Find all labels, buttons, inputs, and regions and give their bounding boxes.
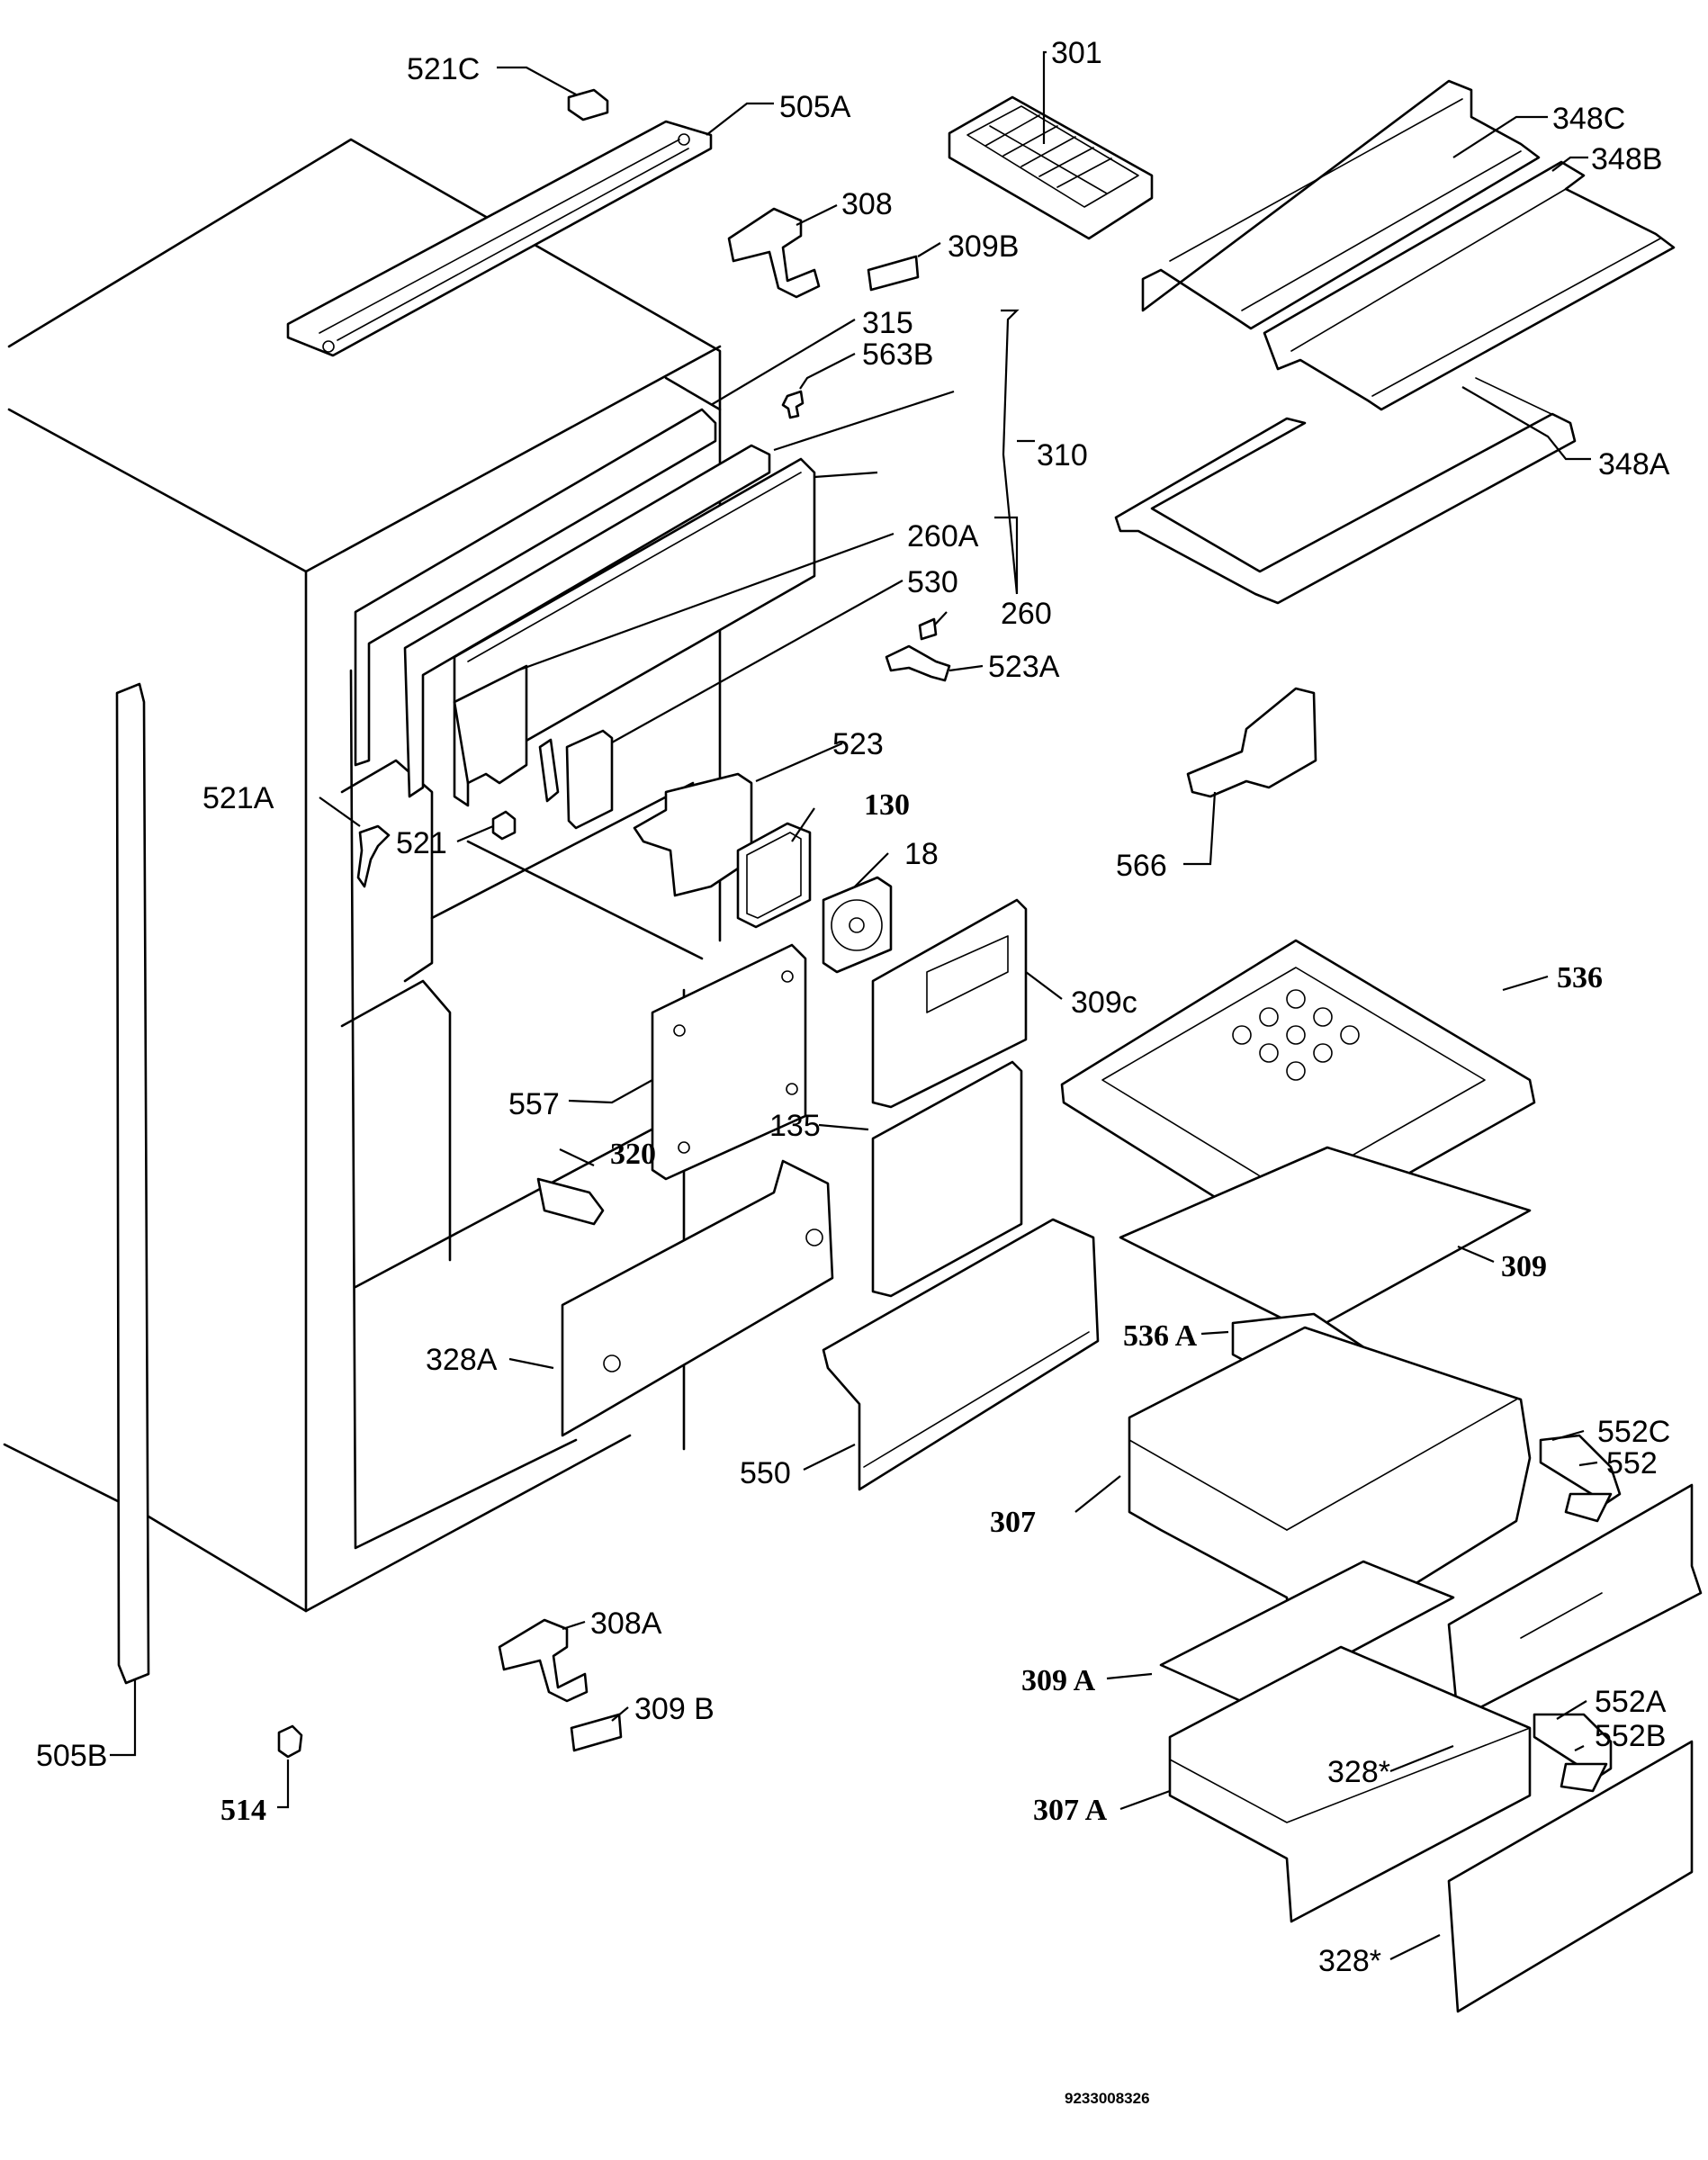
runner-part-552 [1539,1434,1622,1523]
glass-shelf-part-348c [1141,79,1541,330]
glass-part-309 [1119,1146,1532,1334]
drawer-part-307a [1168,1645,1532,1923]
screw-part-563b [781,390,805,419]
fan-part-18 [822,876,893,974]
label-328a: 328A [426,1343,498,1377]
label-part-309b-top [867,255,920,292]
label-505a: 505A [779,90,851,124]
cap-part-521c [567,88,609,122]
label-552c: 552C [1597,1415,1670,1449]
label-307: 307 [990,1506,1036,1539]
filter-part-130 [736,822,812,929]
label-521c: 521C [407,52,480,86]
label-552a: 552A [1595,1685,1667,1719]
label-348c: 348C [1552,102,1625,136]
label-310: 310 [1037,438,1088,472]
label-536: 536 [1557,961,1603,994]
label-505b: 505B [36,1739,107,1773]
freezer-door-assembly-part-310 [354,408,816,830]
housing-part-523 [633,772,753,897]
clip-part-260 [918,617,938,641]
label-552: 552 [1606,1446,1658,1480]
label-part-309b-bottom [570,1713,623,1752]
label-514: 514 [220,1794,266,1827]
label-521: 521 [396,826,447,860]
damper-part-523a [885,644,951,682]
glass-shelf-part-348b [1263,160,1676,411]
label-18: 18 [904,837,939,871]
label-536a: 536 A [1123,1319,1198,1353]
seal-strip-part-505b [115,682,150,1685]
label-523a: 523A [988,650,1060,684]
glass-shelf-part-348a [1114,377,1577,605]
button-part-521 [491,810,517,841]
cover-part-135 [871,1060,1023,1298]
label-260: 260 [1001,597,1052,631]
top-rail-part-505a [286,120,713,357]
hinge-part-308 [727,207,821,299]
label-307a: 307 A [1033,1794,1108,1827]
label-260a: 260A [907,519,979,554]
label-523: 523 [832,727,884,761]
glass-part-309a [1159,1560,1455,1707]
label-328-star-1: 328* [1327,1755,1390,1789]
ice-scraper-part-566 [1186,687,1317,798]
label-309b-bottom: 309 B [634,1692,715,1726]
label-521a: 521A [202,781,274,815]
label-308: 308 [841,187,893,221]
label-328-star-2: 328* [1318,1944,1381,1978]
drawer-front-part-328a [561,1159,834,1437]
label-563b: 563B [862,338,933,372]
label-309: 309 [1501,1250,1547,1283]
label-301: 301 [1051,36,1102,70]
switch-part-521a [356,824,391,888]
label-552b: 552B [1595,1719,1666,1753]
label-566: 566 [1116,849,1167,883]
label-308a: 308A [590,1606,662,1641]
document-number: 9233008326 [1065,2090,1150,2107]
label-135: 135 [769,1109,821,1143]
cover-panel-part-557 [651,943,807,1181]
label-557: 557 [508,1087,560,1121]
label-part-320 [536,1177,605,1226]
leader-lines [110,50,1598,1960]
hinge-part-308a [498,1618,589,1703]
label-309a: 309 A [1021,1664,1096,1697]
label-348a: 348A [1598,447,1670,482]
label-530: 530 [907,565,958,599]
label-320: 320 [610,1138,656,1171]
label-315: 315 [862,306,913,340]
label-309b-top: 309B [948,230,1019,264]
vent-cover-part-309c [871,898,1028,1109]
shelf-part-536 [1060,939,1536,1244]
foot-part-514 [277,1724,303,1759]
grille-part-550 [822,1218,1100,1491]
label-348b: 348B [1591,142,1662,176]
ice-tray-part-301 [948,95,1154,240]
drawer-front-part-328-star-2 [1447,1740,1694,2013]
part-labels: 521C 505A 301 348C 348B 308 309B 315 563… [36,36,1670,2107]
label-130: 130 [864,788,910,822]
label-309c: 309c [1071,986,1137,1020]
label-550: 550 [740,1456,791,1490]
runner-part-552a [1533,1713,1613,1793]
